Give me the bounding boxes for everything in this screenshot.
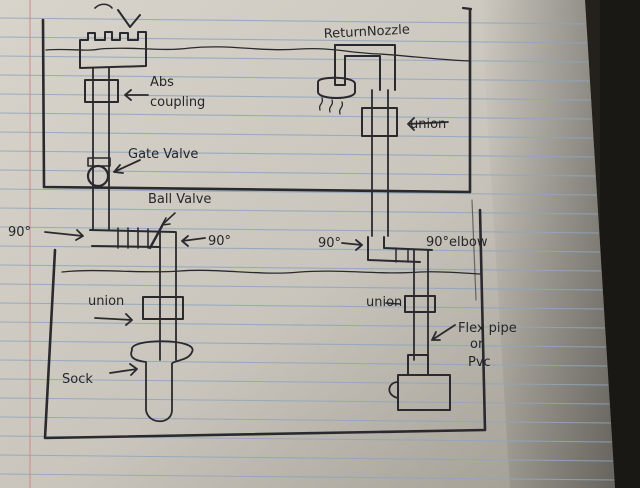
- flex-pipe-label-line2: or: [470, 337, 484, 352]
- right-90-label: 90°: [208, 234, 231, 249]
- flex-pipe-label-line3: Pvc: [468, 355, 491, 370]
- right-union-label: union: [366, 295, 402, 310]
- top-right-union-label: union: [410, 117, 446, 132]
- gate-valve-label: Gate Valve: [128, 147, 198, 162]
- lower-right-90-label: 90°: [318, 236, 341, 251]
- elbow-label: 90°elbow: [426, 235, 488, 250]
- upper-tank-corner: [463, 8, 471, 9]
- left-union-label: union: [88, 294, 124, 309]
- abs-coupling-label-line2: coupling: [150, 95, 205, 110]
- left-90-label: 90°: [8, 225, 31, 240]
- sock-label: Sock: [62, 372, 93, 387]
- flex-pipe-label-line1: Flex pipe: [458, 321, 517, 336]
- abs-coupling-label-line1: Abs: [150, 75, 174, 90]
- ball-valve-label: Ball Valve: [148, 192, 211, 207]
